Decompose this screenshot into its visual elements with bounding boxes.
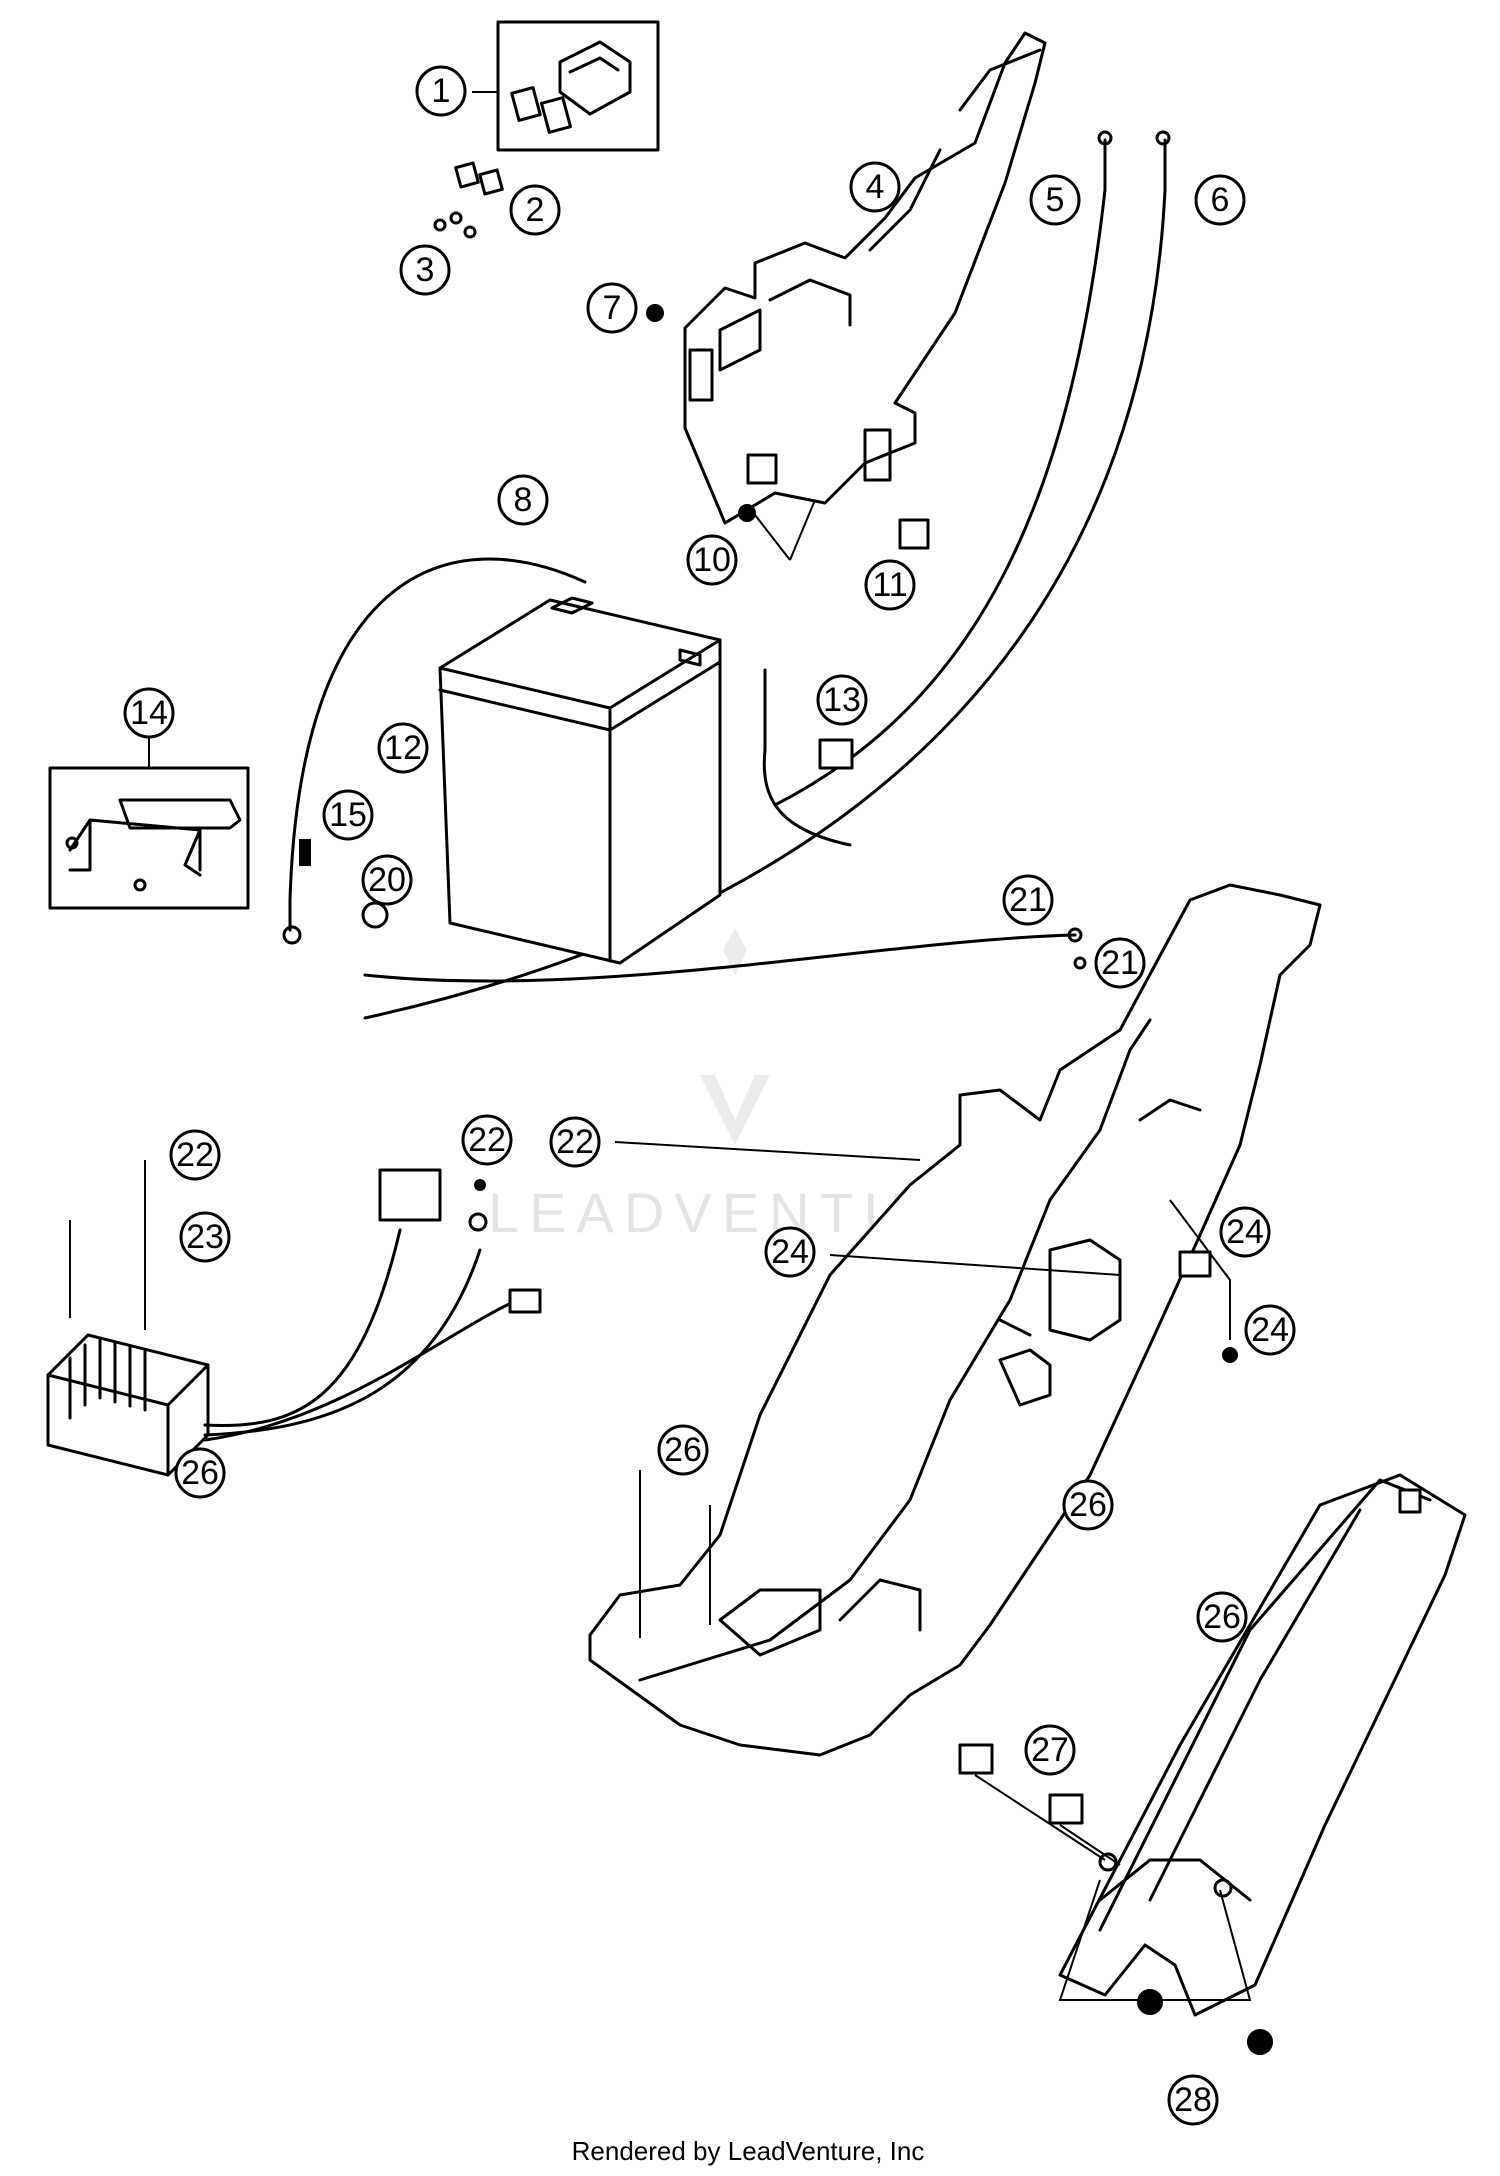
- svg-text:22: 22: [556, 1123, 594, 1161]
- callout-29: 23: [179, 1211, 231, 1263]
- svg-text:10: 10: [693, 541, 731, 579]
- callout-11: 5: [1029, 174, 1081, 226]
- part-22-bolt-mid: [829, 1254, 1121, 1276]
- part-2-cover: [1058, 1473, 1467, 2017]
- svg-text:12: 12: [384, 729, 422, 767]
- callout-20: 22: [169, 1129, 221, 1181]
- callout-4: 4: [849, 161, 901, 213]
- callout-27: 15: [322, 789, 374, 841]
- callout-26-mid: 24: [1244, 1304, 1296, 1356]
- part-4-battery-bracket: [683, 31, 1047, 525]
- part-8-clips: [433, 161, 504, 239]
- part-15-cable: [762, 668, 852, 847]
- part-10-cable: [288, 557, 587, 932]
- callout-26-top: 3: [399, 244, 451, 296]
- part-24-clip-upper-b: [898, 518, 930, 550]
- callout-8: 2: [509, 184, 561, 236]
- part-23-nut-b: [1247, 2029, 1273, 2055]
- svg-text:4: 4: [866, 168, 885, 206]
- svg-text:6: 6: [1211, 181, 1230, 219]
- part-14-cap: [361, 901, 389, 929]
- callout-14: 20: [361, 854, 413, 906]
- svg-text:21: 21: [1101, 944, 1139, 982]
- svg-text:11: 11: [872, 566, 907, 604]
- callout-23: 28: [1167, 2074, 1219, 2126]
- svg-text:13: 13: [823, 681, 861, 719]
- part-1-battery-tray: [588, 883, 1322, 1757]
- callout-21-lower: 10: [686, 534, 738, 586]
- svg-text:3: 3: [416, 251, 435, 289]
- part-24-clip-lower-b: [1048, 1793, 1084, 1825]
- part-28-washer: [474, 1179, 486, 1191]
- callout-22-lower: 26: [657, 1424, 709, 1476]
- credit-text: Rendered by LeadVenture, Inc: [572, 2136, 925, 2166]
- callout-21-upper: 7: [586, 282, 638, 334]
- callout-1: 26: [1062, 1479, 1114, 1531]
- part-5-battery-strap: [48, 766, 250, 910]
- svg-text:26: 26: [1069, 1486, 1107, 1524]
- callout-2: 26: [1196, 1591, 1248, 1643]
- svg-text:14: 14: [130, 694, 168, 732]
- svg-text:27: 27: [1031, 1731, 1069, 1769]
- svg-text:26: 26: [664, 1431, 702, 1469]
- callout-10: 8: [497, 474, 549, 526]
- callout-28: 22: [461, 1114, 513, 1166]
- svg-text:1: 1: [432, 72, 451, 110]
- part-26-washer-right: [1073, 956, 1087, 970]
- callout-22-mid: 24: [764, 1226, 816, 1278]
- svg-text:23: 23: [186, 1218, 224, 1256]
- svg-text:24: 24: [1251, 1311, 1289, 1349]
- svg-text:21: 21: [1009, 881, 1047, 919]
- part-13-cable: [363, 933, 1077, 983]
- part-3-battery: [438, 596, 722, 965]
- callout-24-mid: 24: [1219, 1206, 1271, 1258]
- watermark-logo: [700, 928, 770, 1145]
- part-21-nut-upper: [646, 304, 664, 322]
- callout-12: 6: [1194, 174, 1246, 226]
- part-24-clip-lower-a: [958, 1743, 994, 1775]
- callout-24-upper: 11: [864, 559, 916, 611]
- callout-5: 14: [123, 687, 175, 739]
- callout-6: 26: [174, 1447, 226, 1499]
- part-11-cable: [773, 138, 1107, 807]
- part-22-bolt-top: [614, 1141, 921, 1161]
- part-24-clip-mid: [1178, 1250, 1212, 1278]
- callout-3: 12: [377, 722, 429, 774]
- callout-7: 1: [415, 65, 467, 117]
- svg-text:26: 26: [181, 1454, 219, 1492]
- callout-26-right: 21: [1094, 937, 1146, 989]
- callout-24-lower: 27: [1024, 1724, 1076, 1776]
- svg-text:5: 5: [1046, 181, 1065, 219]
- callout-13: 21: [1002, 874, 1054, 926]
- svg-text:26: 26: [1203, 1598, 1241, 1636]
- svg-text:22: 22: [468, 1121, 506, 1159]
- part-15-fuse: [818, 738, 854, 770]
- svg-text:2: 2: [526, 191, 545, 229]
- part-21-nut-lower: [738, 504, 756, 522]
- part-7-switch-kit: [496, 20, 660, 152]
- svg-text:7: 7: [603, 289, 622, 327]
- part-27-bolt: [299, 839, 311, 866]
- svg-text:24: 24: [771, 1233, 809, 1271]
- svg-text:28: 28: [1174, 2081, 1212, 2119]
- part-23-nut-a: [1137, 1989, 1163, 2015]
- svg-text:24: 24: [1226, 1213, 1264, 1251]
- callout-22-top: 22: [549, 1116, 601, 1168]
- svg-text:20: 20: [368, 861, 406, 899]
- svg-text:15: 15: [329, 796, 367, 834]
- svg-text:22: 22: [176, 1136, 214, 1174]
- callout-15: 13: [816, 674, 868, 726]
- svg-text:8: 8: [514, 481, 533, 519]
- part-24-clip-upper-a: [746, 453, 778, 485]
- part-26-nut-mid: [1222, 1347, 1238, 1363]
- part-6-voltage-regulator: [46, 1168, 542, 1477]
